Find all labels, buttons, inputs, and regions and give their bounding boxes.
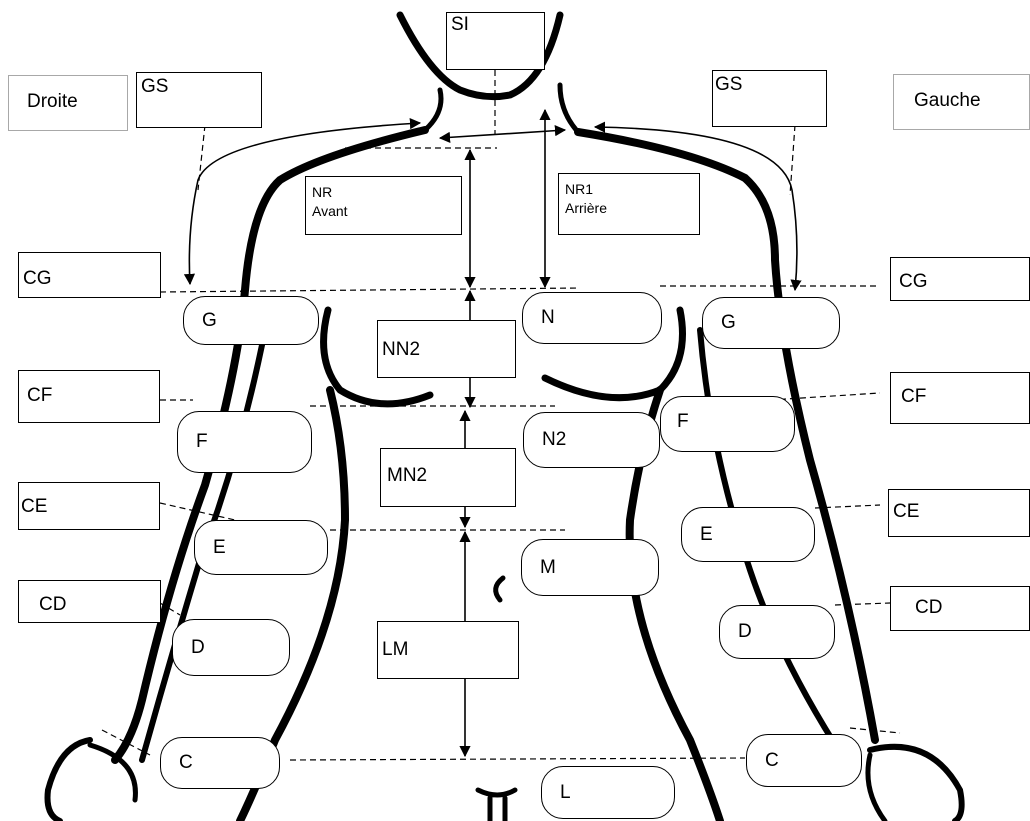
cd-left-label: CD <box>891 587 1029 619</box>
cd-right-label: CD <box>19 581 160 616</box>
ce-left-box[interactable]: CE <box>888 489 1030 537</box>
left-hand-inner-outline <box>868 755 885 821</box>
point-f-right[interactable]: F <box>177 411 312 473</box>
gs-left-box[interactable]: GS <box>712 70 827 127</box>
point-f-left[interactable]: F <box>660 396 795 452</box>
cg-left-label: CG <box>891 258 1029 293</box>
point-l[interactable]: L <box>541 766 675 819</box>
cg-left-box[interactable]: CG <box>890 257 1030 301</box>
point-m[interactable]: M <box>521 539 659 596</box>
point-n2-label: N2 <box>542 429 566 451</box>
nr-front-box[interactable]: NR Avant <box>305 176 462 235</box>
nr-label: NR <box>312 183 461 202</box>
point-n[interactable]: N <box>522 292 662 344</box>
nr1-back-label: Arrière <box>565 199 699 218</box>
point-e-right[interactable]: E <box>194 520 328 575</box>
point-e-left-label: E <box>700 524 713 546</box>
cd-left-box[interactable]: CD <box>890 586 1030 631</box>
point-d-right[interactable]: D <box>172 619 290 676</box>
left-side-label: Gauche <box>893 74 1030 130</box>
point-e-left[interactable]: E <box>681 507 815 562</box>
mn2-box[interactable]: MN2 <box>380 448 516 507</box>
point-d-left-label: D <box>738 621 752 643</box>
right-hand-inner-outline <box>90 745 135 800</box>
gs-right-box[interactable]: GS <box>136 72 262 128</box>
cf-right-label: CF <box>19 371 159 407</box>
point-c-left-label: C <box>765 750 779 772</box>
ce-right-label: CE <box>19 483 159 518</box>
right-side-label-text: Droite <box>9 76 127 113</box>
gs-left-label: GS <box>713 71 826 96</box>
lm-label: LM <box>378 622 518 661</box>
point-m-label: M <box>540 557 556 579</box>
si-box[interactable]: SI <box>446 12 545 70</box>
cf-left-box[interactable]: CF <box>890 372 1030 424</box>
point-g-right[interactable]: G <box>183 296 319 345</box>
cg-right-box[interactable]: CG <box>18 252 161 298</box>
point-g-right-label: G <box>202 310 217 332</box>
neck-right-outline <box>425 90 441 130</box>
point-g-left-label: G <box>721 312 736 334</box>
right-hand-outline <box>48 740 91 821</box>
nn2-box[interactable]: NN2 <box>377 320 516 378</box>
neck-width-arrow <box>440 130 565 138</box>
point-n-label: N <box>541 307 555 329</box>
ce-left-label: CE <box>889 490 1029 523</box>
gs-right-label: GS <box>137 73 261 98</box>
navel-mark <box>496 578 503 600</box>
ce-right-box[interactable]: CE <box>18 482 160 530</box>
neck-left-outline <box>560 85 578 132</box>
point-l-label: L <box>560 782 571 804</box>
point-f-left-label: F <box>677 411 689 433</box>
point-e-right-label: E <box>213 537 226 559</box>
point-c-right-label: C <box>179 752 193 774</box>
left-hand-outline <box>870 747 962 821</box>
lm-box[interactable]: LM <box>377 621 519 679</box>
crotch-mark <box>478 790 515 821</box>
nr1-back-box[interactable]: NR1 Arrière <box>558 173 700 235</box>
point-f-right-label: F <box>196 431 208 453</box>
nr-front-label: Avant <box>312 202 461 221</box>
cd-right-box[interactable]: CD <box>18 580 161 623</box>
nr1-label: NR1 <box>565 180 699 199</box>
mn2-label: MN2 <box>381 449 515 487</box>
point-c-right[interactable]: C <box>160 737 280 789</box>
point-d-right-label: D <box>191 637 205 659</box>
right-side-label: Droite <box>8 75 128 131</box>
point-c-left[interactable]: C <box>746 734 862 787</box>
si-label: SI <box>447 13 544 36</box>
cg-right-label: CG <box>19 253 160 290</box>
left-side-label-text: Gauche <box>894 75 1029 112</box>
cf-right-box[interactable]: CF <box>18 370 160 423</box>
cf-left-label: CF <box>891 373 1029 408</box>
point-n2[interactable]: N2 <box>523 412 660 468</box>
nn2-label: NN2 <box>378 321 515 361</box>
point-g-left[interactable]: G <box>702 297 840 349</box>
point-d-left[interactable]: D <box>719 605 835 659</box>
